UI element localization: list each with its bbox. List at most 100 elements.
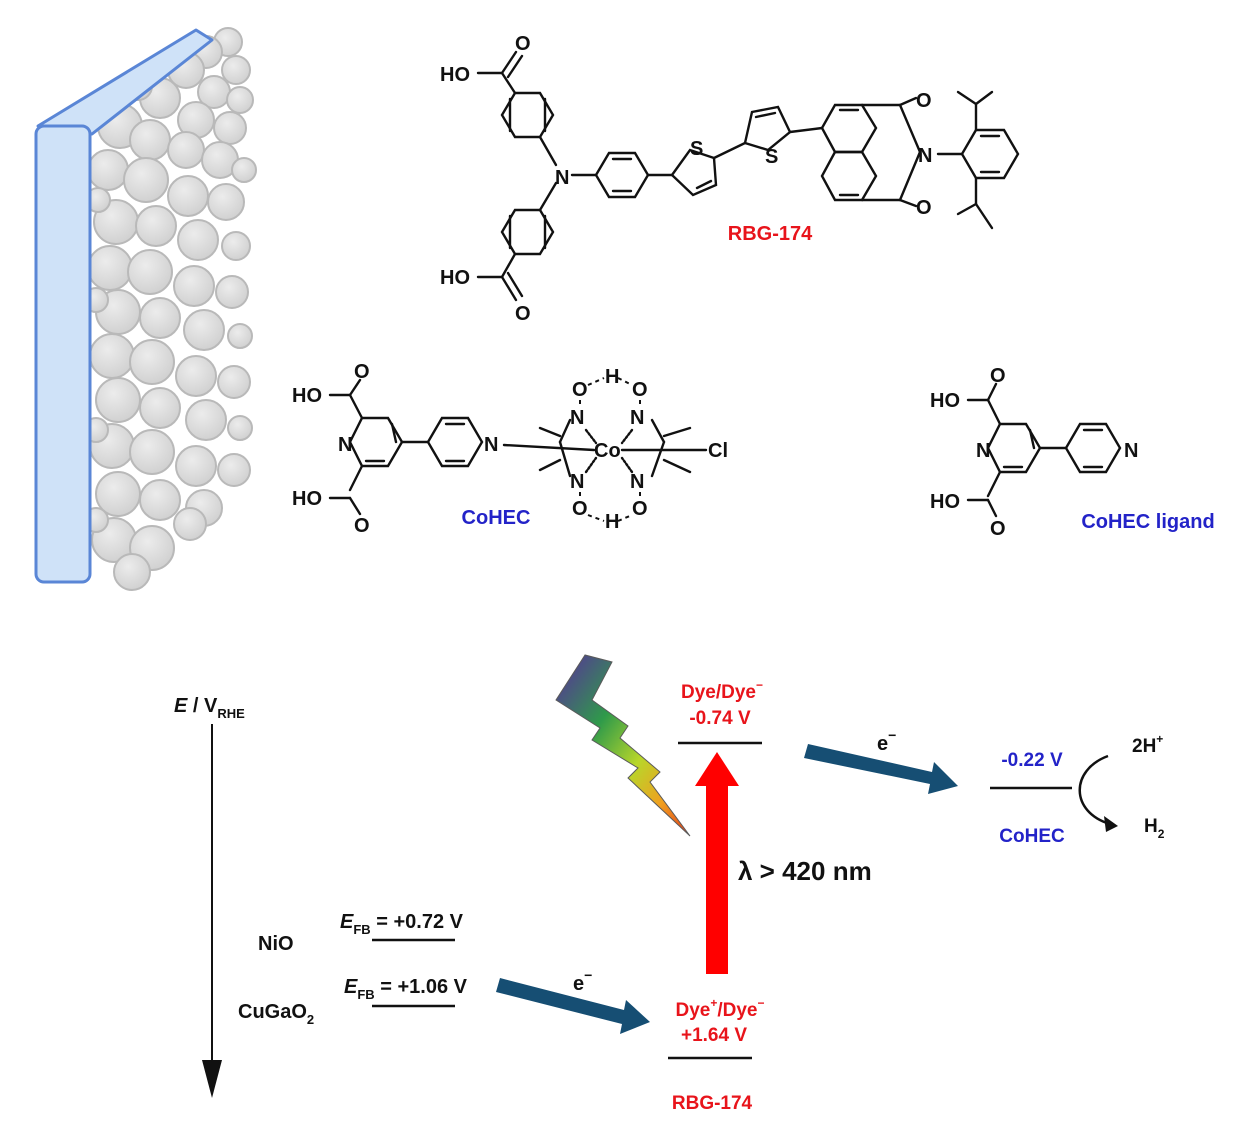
dye-red-sup: − (756, 678, 763, 692)
nanoparticle-sphere (175, 355, 217, 397)
nanoparticle-sphere (217, 453, 251, 487)
nanoparticle-sphere (207, 183, 245, 221)
nanoparticle-sphere (129, 119, 171, 161)
nanoparticle-sphere (217, 365, 251, 399)
ligand-o-top: O (990, 365, 1006, 387)
rbg174-s2: S (765, 146, 778, 168)
rbg174-s1: S (690, 138, 703, 160)
ligand-n-1: N (976, 440, 990, 462)
cohec-ho-top: HO (292, 385, 322, 407)
nanoparticle-sphere (129, 429, 175, 475)
hydrogen-sub: 2 (1158, 827, 1165, 841)
rbg174-o-top: O (515, 33, 531, 55)
dye-ox-sup1: + (710, 996, 717, 1010)
cugao2-efb-e: E (344, 976, 358, 998)
ligand-ho-bottom: HO (930, 491, 960, 513)
dye-reduced-potential: -0.74 V (689, 708, 751, 729)
dye-ox-mid: /Dye (717, 1000, 757, 1021)
cohec-o-tr: O (632, 379, 648, 401)
nanoparticle-sphere (135, 205, 177, 247)
electrode-front-face (34, 124, 92, 584)
cugao2-efb-sub: FB (357, 987, 374, 1002)
rbg174-ho-top: HO (440, 64, 470, 86)
rbg174-o-imide-bottom: O (916, 197, 932, 219)
cohec-o-bottom: O (354, 515, 370, 537)
nanoparticle-sphere (113, 553, 151, 591)
electron-transfer-arrow-1 (496, 978, 650, 1034)
dye-name-label: RBG-174 (672, 1093, 753, 1114)
electron-label-2: e− (877, 727, 896, 755)
electron-label-1-e: e (573, 973, 584, 995)
cugao2-label-main: CuGaO (238, 1001, 307, 1023)
nanoparticle-sphere (87, 149, 129, 191)
rbg174-o-imide-top: O (916, 90, 932, 112)
cugao2-efb: EFB = +1.06 V (344, 976, 468, 1002)
cohec-label: CoHEC (462, 507, 531, 529)
cohec-h-top: H (605, 366, 619, 388)
dye-ox-line1: Dye (675, 1000, 710, 1021)
cugao2-label-sub: 2 (307, 1012, 314, 1027)
axis-label-e: E (174, 695, 188, 717)
hydrogen-evolution-arrowhead (1104, 816, 1118, 832)
cugao2-efb-value: = +1.06 V (375, 976, 468, 998)
cohec-o-tl: O (572, 379, 588, 401)
cohec-name-label: CoHEC (999, 826, 1065, 847)
cohec-n-pyridine-2: N (484, 434, 498, 456)
nanoparticle-sphere (175, 445, 217, 487)
cohec-cl-atom: Cl (708, 440, 728, 462)
nio-efb: EFB = +0.72 V (340, 911, 464, 937)
electrode-illustration (34, 27, 257, 591)
cohec-ligand-label: CoHEC ligand (1081, 511, 1214, 533)
nanoparticle-sphere (139, 387, 181, 429)
nanoparticle-sphere (89, 333, 135, 379)
cohec-o-bl: O (572, 498, 588, 520)
axis-label-units: / V (187, 695, 218, 717)
nanoparticle-sphere (226, 86, 254, 114)
nanoparticle-sphere (231, 157, 257, 183)
nanoparticle-sphere (213, 111, 247, 145)
nio-efb-value: = +0.72 V (371, 911, 464, 933)
nio-efb-sub: FB (353, 922, 370, 937)
energy-diagram: E / VRHE NiO EFB = +0.72 V CuGaO2 EFB = … (174, 654, 1165, 1114)
cohec-n-pyridine-1: N (338, 434, 352, 456)
rbg174-n-imide: N (918, 145, 932, 167)
nanoparticle-sphere (139, 297, 181, 339)
hydrogen-evolution-arrow (1078, 754, 1111, 826)
ligand-ho-top: HO (930, 390, 960, 412)
dye-oxidized-couple: Dye+/Dye− (675, 996, 764, 1021)
rbg174-o-bottom: O (515, 303, 531, 325)
dye-ox-sup2: − (758, 996, 765, 1010)
nanoparticle-sphere (139, 479, 181, 521)
rbg174-structure: HO O N HO O S S (440, 33, 1020, 325)
energy-axis-arrowhead (202, 1060, 222, 1098)
nanoparticle-sphere (185, 399, 227, 441)
electron-label-2-e: e (877, 733, 888, 755)
protons-text: 2H (1132, 736, 1156, 757)
rbg174-label: RBG-174 (728, 223, 813, 245)
cohec-h-bottom: H (605, 511, 619, 533)
cohec-n-tl: N (570, 407, 584, 429)
nanoparticle-sphere (127, 249, 173, 295)
nio-efb-e: E (340, 911, 354, 933)
axis-label: E / VRHE (174, 695, 245, 721)
nanoparticle-sphere (167, 131, 205, 169)
ligand-n-2: N (1124, 440, 1138, 462)
cohec-n-bl: N (570, 471, 584, 493)
nanoparticle-sphere (183, 309, 225, 351)
nanoparticle-sphere (87, 245, 133, 291)
hydrogen-text: H (1144, 816, 1158, 837)
cohec-o-br: O (632, 498, 648, 520)
nanoparticle-sphere (173, 507, 207, 541)
nanoparticle-sphere (123, 157, 169, 203)
nanoparticle-sphere (167, 175, 209, 217)
cohec-structure: HO O N HO O N Co Cl N N N N O O O O H (292, 361, 728, 537)
hydrogen-label: H2 (1144, 816, 1165, 841)
nanoparticle-sphere (173, 265, 215, 307)
excitation-wavelength: λ > 420 nm (738, 856, 872, 886)
cugao2-label: CuGaO2 (238, 1001, 314, 1027)
excitation-arrow-shaft (706, 784, 728, 974)
axis-label-sub: RHE (217, 706, 245, 721)
cohec-ligand-structure: HO O N HO O N CoHEC ligand (930, 365, 1215, 540)
protons-label: 2H+ (1132, 732, 1163, 757)
